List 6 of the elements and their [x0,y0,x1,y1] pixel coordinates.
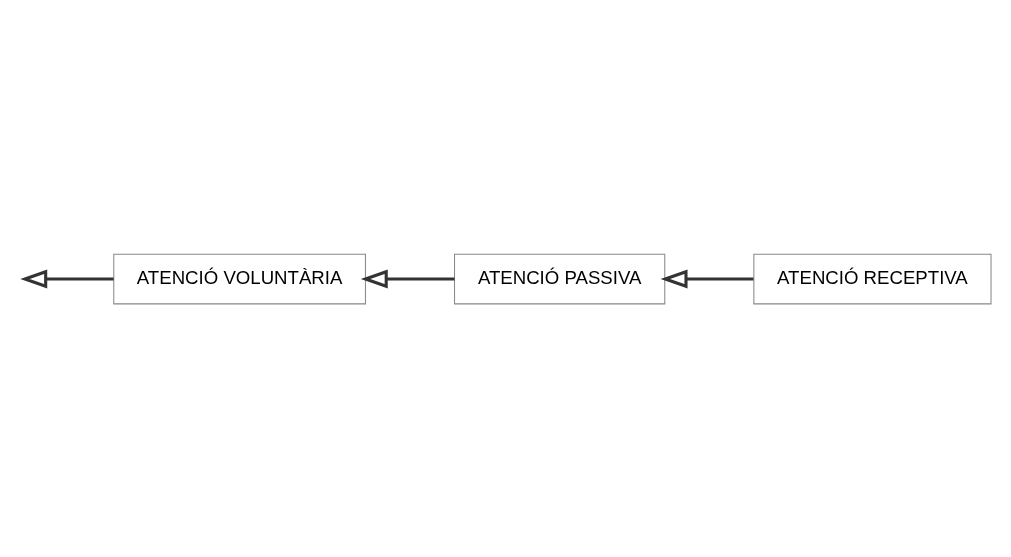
arrow [19,269,114,288]
node-box: ATENCIÓ PASSIVA [453,253,665,304]
node-box: ATENCIÓ RECEPTIVA [752,253,992,304]
arrow [660,269,753,288]
node-box: ATENCIÓ VOLUNTÀRIA [112,253,366,304]
arrow [360,269,454,288]
